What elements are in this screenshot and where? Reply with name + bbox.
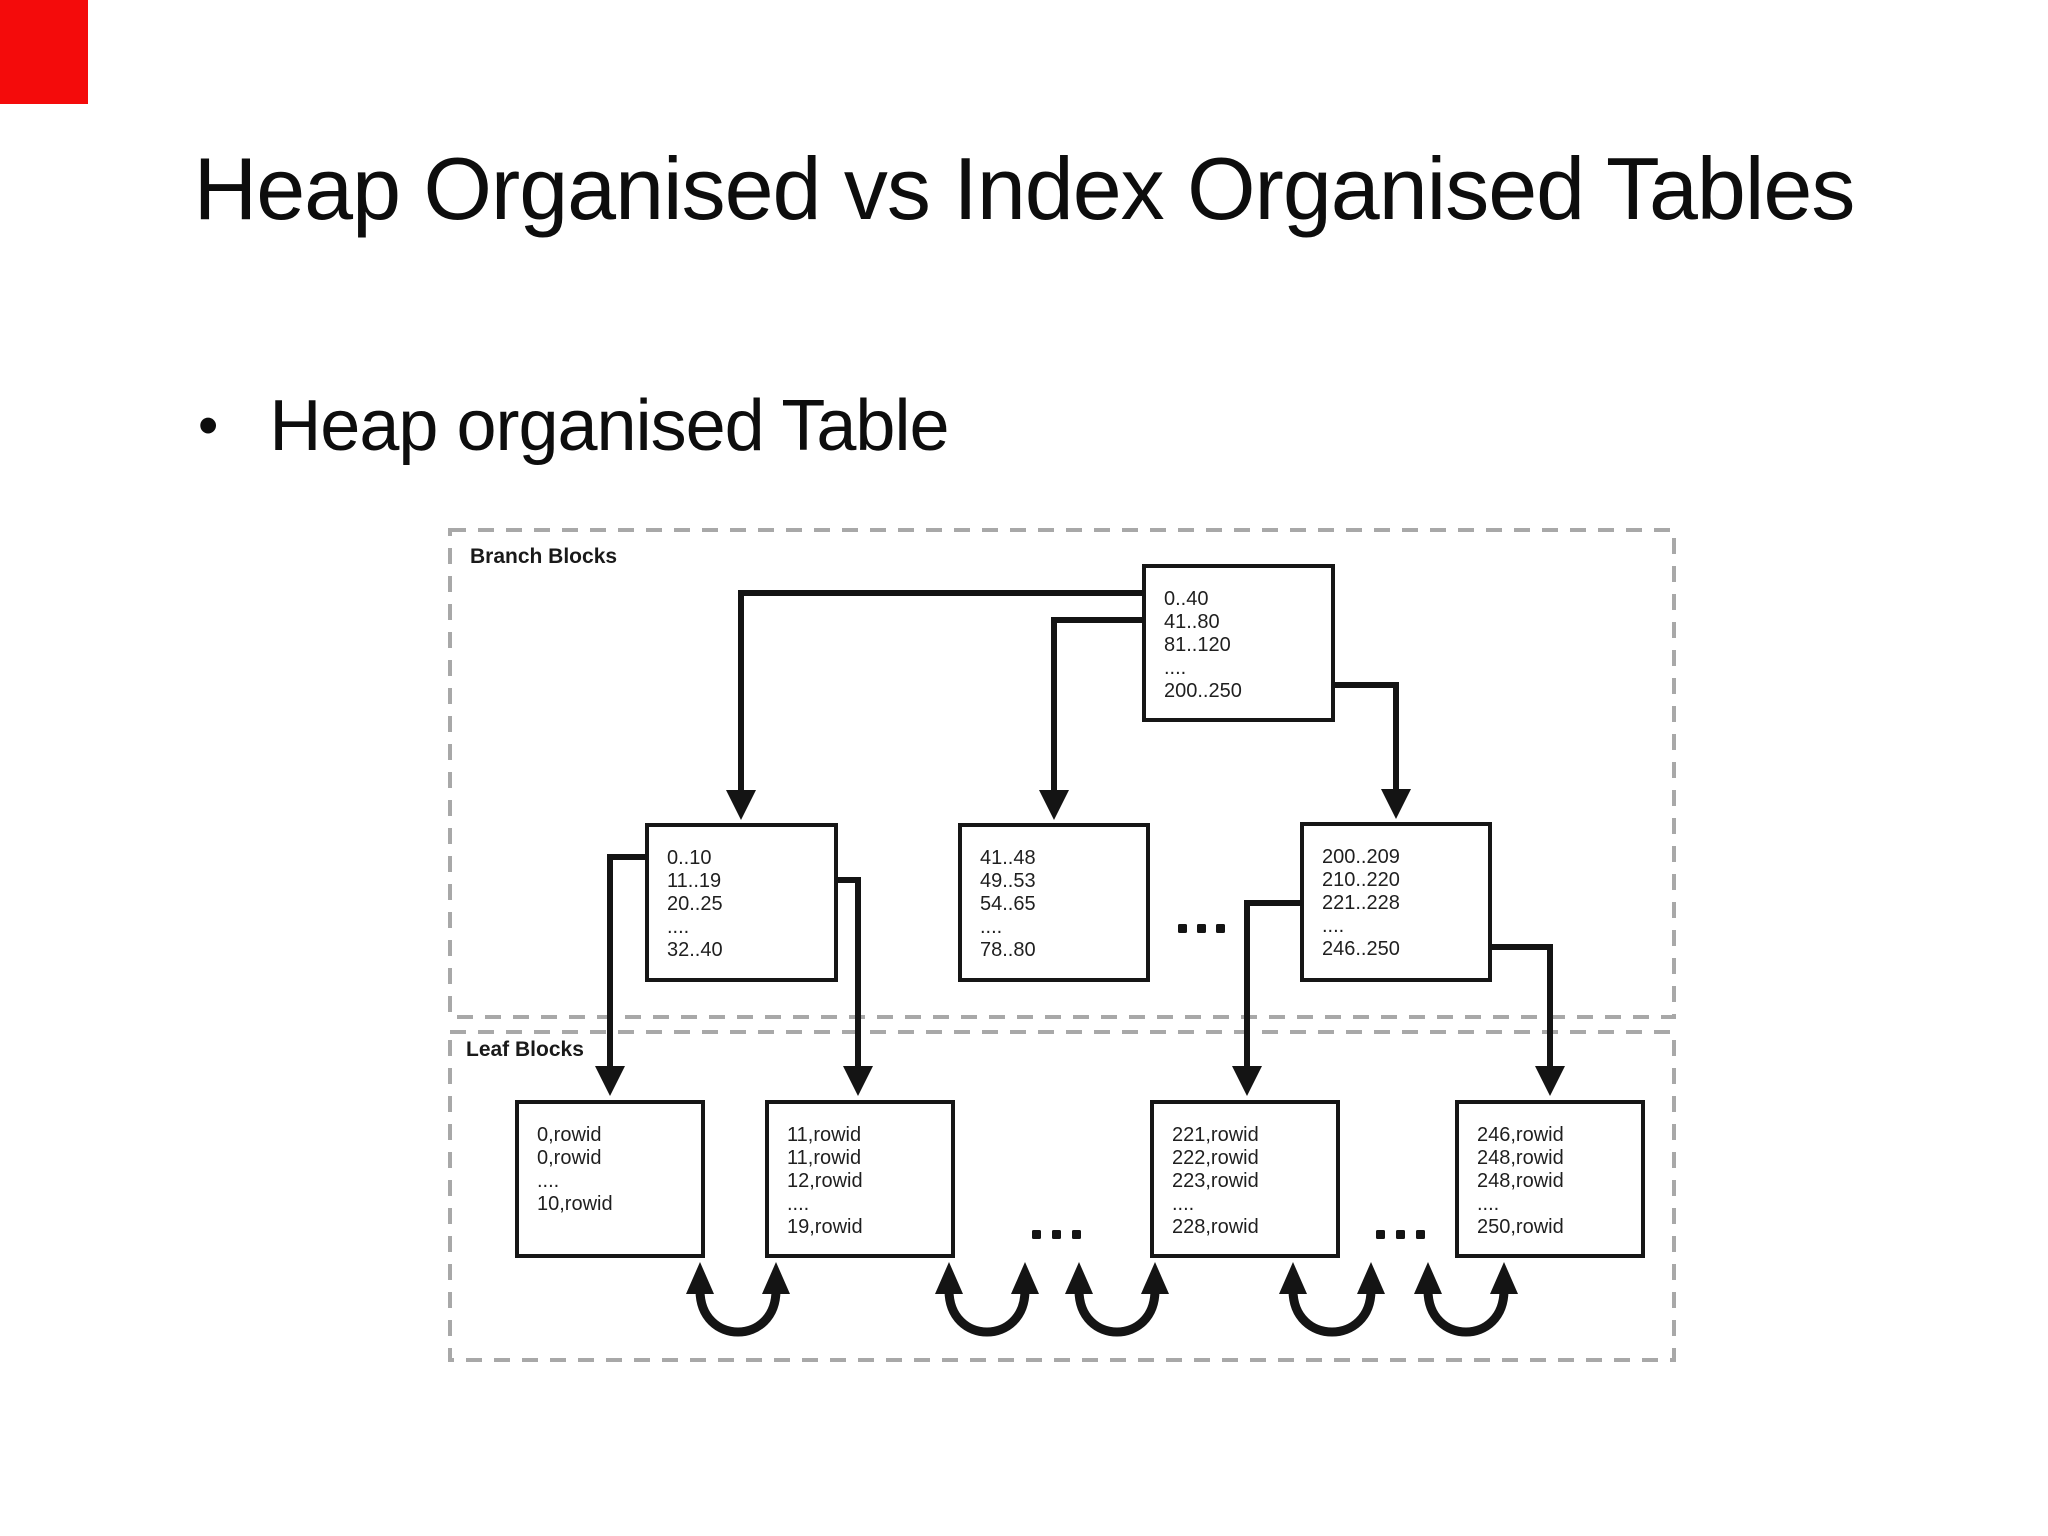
leaf-link-curves xyxy=(695,1289,1509,1337)
arrowhead-up xyxy=(1141,1262,1169,1294)
arrowhead-down xyxy=(726,790,756,820)
root-branch-block: 0..40 41..80 81..120 .... 200..250 xyxy=(1142,564,1335,722)
node-line: 0..10 xyxy=(667,847,712,869)
arrowhead-down xyxy=(1039,790,1069,820)
node-line: 0,rowid xyxy=(537,1147,602,1169)
arrowhead-down xyxy=(595,1066,625,1096)
node-line: 49..53 xyxy=(980,870,1036,892)
leaf-link-curve xyxy=(1288,1289,1376,1337)
node-line: .... xyxy=(1164,657,1187,679)
arrowhead-up xyxy=(762,1262,790,1294)
node-line: 0,rowid xyxy=(537,1124,602,1146)
node-line: 32..40 xyxy=(667,939,723,961)
arrowhead-up xyxy=(686,1262,714,1294)
root-to-right-branch-line xyxy=(1333,682,1399,791)
node-line: 10,rowid xyxy=(537,1193,613,1215)
node-line: 228,rowid xyxy=(1172,1216,1259,1238)
left-branch-to-leaf1-line xyxy=(607,854,647,1068)
node-line: 41..48 xyxy=(980,847,1036,869)
node-line: 200..250 xyxy=(1164,680,1242,702)
node-line: 221,rowid xyxy=(1172,1124,1259,1146)
node-line: 246..250 xyxy=(1322,938,1400,960)
root-to-left-branch-line xyxy=(738,590,1144,792)
leaf-block-4: 246,rowid 248,rowid 248,rowid .... 250,r… xyxy=(1455,1100,1645,1258)
node-line: 246,rowid xyxy=(1477,1124,1564,1146)
node-line: 20..25 xyxy=(667,893,723,915)
node-line: 0..40 xyxy=(1164,588,1209,610)
node-line: .... xyxy=(667,916,690,938)
bullet-marker: • xyxy=(198,393,218,458)
ellipsis-dots-leaf-row-2 xyxy=(1376,1230,1425,1239)
arrowhead-up xyxy=(1414,1262,1442,1294)
node-line: 78..80 xyxy=(980,939,1036,961)
node-line: 12,rowid xyxy=(787,1170,863,1192)
leaf-link-curve xyxy=(1423,1289,1509,1337)
node-line: .... xyxy=(787,1193,810,1215)
node-line: 54..65 xyxy=(980,893,1036,915)
arrowhead-up xyxy=(1357,1262,1385,1294)
node-line: 41..80 xyxy=(1164,611,1220,633)
node-line: 223,rowid xyxy=(1172,1170,1259,1192)
leaf-blocks-label: Leaf Blocks xyxy=(466,1038,584,1061)
arrowhead-down xyxy=(1232,1066,1262,1096)
leaf-link-curve xyxy=(1074,1289,1160,1337)
leaf-link-arrowheads xyxy=(686,1262,1518,1294)
node-line: .... xyxy=(537,1170,560,1192)
node-line: 11,rowid xyxy=(787,1147,862,1169)
node-line: 200..209 xyxy=(1322,846,1400,868)
red-corner-marker xyxy=(0,0,88,104)
leaf-link-curve xyxy=(944,1289,1030,1337)
node-line: .... xyxy=(1172,1193,1195,1215)
node-line: 19,rowid xyxy=(787,1216,863,1238)
arrowhead-up xyxy=(1490,1262,1518,1294)
root-to-middle-branch-line xyxy=(1051,617,1144,792)
ellipsis-dots-branch-row xyxy=(1178,924,1225,933)
node-line: 210..220 xyxy=(1322,869,1400,891)
leaf-block-3: 221,rowid 222,rowid 223,rowid .... 228,r… xyxy=(1150,1100,1340,1258)
bullet-item: • Heap organised Table xyxy=(198,380,950,472)
node-line: 81..120 xyxy=(1164,634,1231,656)
leaf-block-2: 11,rowid 11,rowid 12,rowid .... 19,rowid xyxy=(765,1100,955,1258)
node-line: .... xyxy=(1322,915,1345,937)
arrowhead-down xyxy=(1381,789,1411,819)
arrowhead-up xyxy=(1279,1262,1307,1294)
arrowhead-up xyxy=(935,1262,963,1294)
middle-branch-block: 41..48 49..53 54..65 .... 78..80 xyxy=(958,823,1150,982)
right-branch-block: 200..209 210..220 221..228 .... 246..250 xyxy=(1300,822,1492,982)
slide-title: Heap Organised vs Index Organised Tables xyxy=(193,139,1856,238)
leaf-block-1: 0,rowid 0,rowid .... 10,rowid xyxy=(515,1100,705,1258)
right-branch-to-leaf4-line xyxy=(1490,944,1553,1068)
node-line: 11..19 xyxy=(667,870,722,892)
node-line: 248,rowid xyxy=(1477,1147,1564,1169)
node-line: 222,rowid xyxy=(1172,1147,1259,1169)
arrowhead-down xyxy=(843,1066,873,1096)
node-line: 250,rowid xyxy=(1477,1216,1564,1238)
node-line: .... xyxy=(980,916,1003,938)
left-branch-to-leaf2-line xyxy=(836,877,861,1068)
arrowhead-up xyxy=(1065,1262,1093,1294)
node-line: 221..228 xyxy=(1322,892,1400,914)
leaf-link-curve xyxy=(695,1289,781,1337)
node-line: 248,rowid xyxy=(1477,1170,1564,1192)
branch-blocks-label: Branch Blocks xyxy=(470,545,618,568)
node-line: 11,rowid xyxy=(787,1124,862,1146)
node-line: .... xyxy=(1477,1193,1500,1215)
right-branch-to-leaf3-line xyxy=(1244,900,1302,1068)
left-branch-block: 0..10 11..19 20..25 .... 32..40 xyxy=(645,823,838,982)
bullet-text: Heap organised Table xyxy=(269,386,949,466)
ellipsis-dots-leaf-row-1 xyxy=(1032,1230,1081,1239)
arrowhead-up xyxy=(1011,1262,1039,1294)
arrowhead-down xyxy=(1535,1066,1565,1096)
